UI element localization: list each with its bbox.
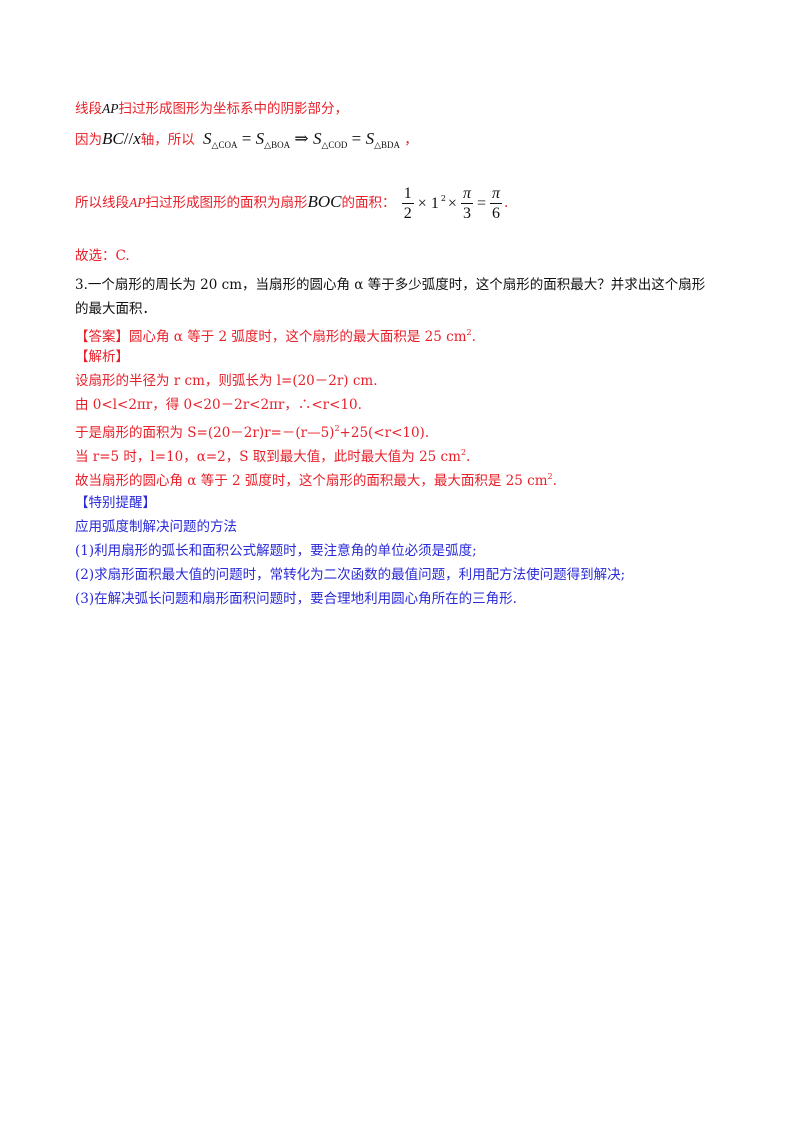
equals: = <box>351 129 362 148</box>
text: . <box>504 195 509 211</box>
text: 所以线段 <box>75 195 129 211</box>
square-exponent: 2 <box>460 448 467 457</box>
subscript: △COA <box>211 140 238 150</box>
answer-line: 【答案】圆心角 α 等于 2 弧度时，这个扇形的最大面积是 25 cm2. <box>75 324 476 346</box>
square-exponent: 2 <box>466 328 472 337</box>
segment-ap: AP <box>129 195 146 210</box>
analysis-line-5: 故当扇形的圆心角 α 等于 2 弧度时，这个扇形的面积最大，最大面积是 25 c… <box>75 472 557 489</box>
times: × <box>447 194 457 212</box>
area-symbol: S <box>365 129 375 148</box>
problem-3-line-1: 3.一个扇形的周长为 20 cm，当扇形的圆心角 α 等于多少弧度时，这个扇形的… <box>75 277 706 293</box>
implies-arrow: ⇒ <box>294 129 309 148</box>
area-equation: S△COA = S△BOA ⇒ S△COD = S△BDA <box>203 129 404 151</box>
equals: = <box>476 194 486 212</box>
area-symbol: S <box>203 129 212 148</box>
tip-item-3: (3)在解决弧长问题和扇形面积问题时，要合理地利用圆心角所在的三角形. <box>75 591 517 607</box>
answer-choice: 故选：C. <box>75 248 130 264</box>
analysis-line-2: 由 0<l<2πr，得 0<20－2r<2πr，∴<r<10. <box>75 397 362 413</box>
solution-line-1: 线段AP扫过形成图形为坐标系中的阴影部分， <box>75 100 348 118</box>
subscript: △BDA <box>374 140 400 150</box>
area-symbol: S <box>312 129 322 148</box>
answer-text: 圆心角 α 等于 2 弧度时，这个扇形的最大面积是 25 cm <box>129 329 467 345</box>
text: 扫过形成图形的面积为扇形 <box>145 195 308 211</box>
area-symbol: S <box>255 129 265 148</box>
subscript: △COD <box>321 140 348 150</box>
times: × <box>417 194 427 212</box>
square-exponent: 2 <box>440 194 446 203</box>
answer-tag: 【答案】 <box>75 329 129 345</box>
square-exponent: 2 <box>334 424 340 433</box>
analysis-tag: 【解析】 <box>75 349 129 365</box>
solution-line-2: 因为BC//x轴，所以 S△COA = S△BOA ⇒ S△COD = S△BD… <box>75 130 418 154</box>
parallel-symbol: // <box>123 129 134 148</box>
problem-3-line-2: 的最大面积． <box>75 301 156 317</box>
text: 线段 <box>75 101 102 117</box>
analysis-line-1: 设扇形的半径为 r cm，则弧长为 l=(20－2r) cm. <box>75 373 378 389</box>
text: 的面积： <box>341 195 396 211</box>
text: 轴，所以 <box>140 132 195 148</box>
segment-bc: BC <box>102 129 124 148</box>
x-axis-label: x <box>133 129 141 148</box>
one: 1 <box>430 194 439 212</box>
analysis-line-4: 当 r=5 时，l=10，α=2，S 取到最大值，此时最大值为 25 cm2. <box>75 448 471 465</box>
tips-title: 应用弧度制解决问题的方法 <box>75 519 237 535</box>
analysis-line-3: 于是扇形的面积为 S=(20－2r)r=－(r—5)2+25(<r<10). <box>75 424 430 441</box>
text: 扫过形成图形为坐标系中的阴影部分， <box>118 101 349 117</box>
text: . <box>471 329 476 345</box>
subscript: △BOA <box>264 140 291 150</box>
sector-boc: BOC <box>307 192 342 211</box>
equals: = <box>241 129 252 148</box>
tip-item-2: (2)求扇形面积最大值的问题时，常转化为二次函数的最值问题，利用配方法使问题得到… <box>75 567 626 583</box>
tip-item-1: (1)利用扇形的弧长和面积公式解题时，要注意角的单位必须是弧度; <box>75 543 477 559</box>
square-exponent: 2 <box>547 472 553 481</box>
segment-ap: AP <box>102 101 119 116</box>
text: 因为 <box>75 132 102 148</box>
tips-tag: 【特别提醒】 <box>75 495 156 511</box>
text: ， <box>404 132 418 148</box>
